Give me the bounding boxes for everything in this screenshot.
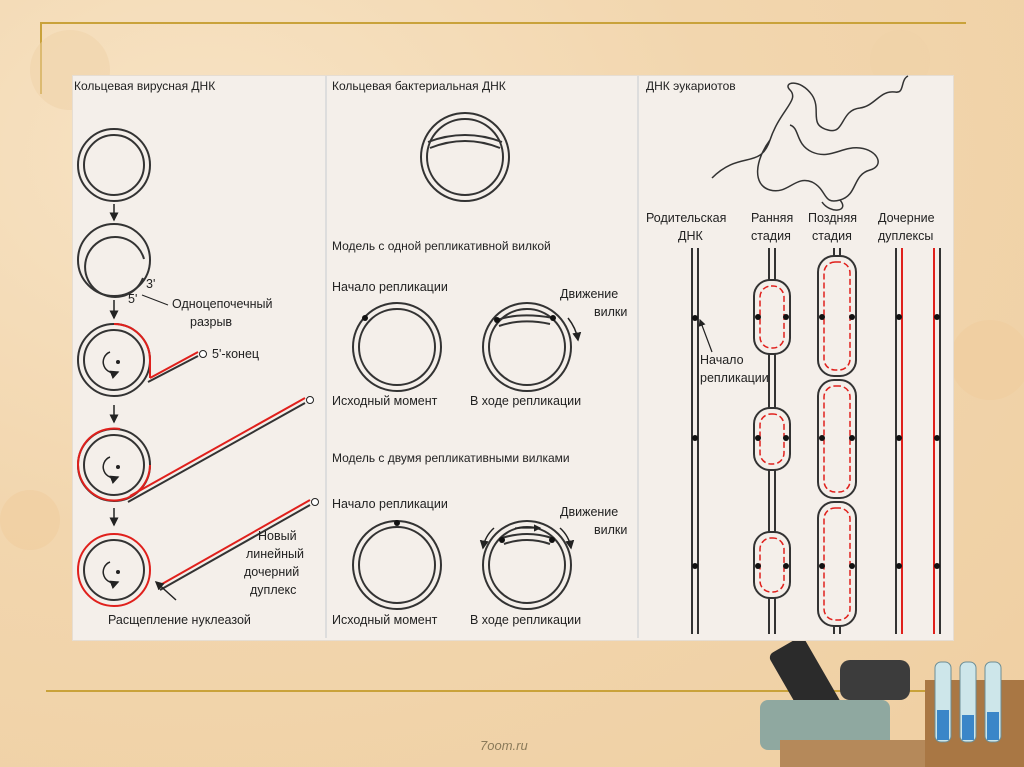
model-one-fork-label: Модель с одной репликативной вилкой bbox=[332, 239, 551, 253]
new-linear-label-1: Новый bbox=[258, 529, 297, 543]
bacterial-one-fork-initial bbox=[353, 303, 441, 391]
bacterial-two-fork-during bbox=[483, 521, 571, 609]
fork-movement-label-b1: Движение bbox=[560, 505, 618, 519]
single-strand-break-label-2: разрыв bbox=[190, 315, 232, 329]
late-stage-label-2: стадия bbox=[812, 229, 852, 243]
end-3-label: 3' bbox=[146, 277, 155, 291]
bacterial-one-fork-during bbox=[483, 303, 578, 391]
model-two-forks-label: Модель с двумя репликативными вилками bbox=[332, 451, 570, 465]
early-stage-label-2: стадия bbox=[751, 229, 791, 243]
during-replication-label-b: В ходе репликации bbox=[470, 613, 581, 627]
viral-circle-1 bbox=[78, 129, 150, 201]
daughter-duplex-right bbox=[934, 248, 940, 634]
fork-movement-label-a1: Движение bbox=[560, 287, 618, 301]
new-linear-label-2: линейный bbox=[246, 547, 304, 561]
five-prime-end-label: 5'-конец bbox=[212, 347, 259, 361]
initial-moment-label-b: Исходный момент bbox=[332, 613, 438, 627]
parental-dna-label-2: ДНК bbox=[678, 229, 703, 243]
site-watermark: 7oom.ru bbox=[480, 738, 528, 753]
eukaryotic-tangled-dna bbox=[712, 76, 908, 210]
replication-start-label-a: Начало репликации bbox=[332, 280, 448, 294]
col2-title: Кольцевая бактериальная ДНК bbox=[332, 79, 506, 93]
new-linear-label-4: дуплекс bbox=[250, 583, 296, 597]
replication-start-label-b: Начало репликации bbox=[332, 497, 448, 511]
new-linear-label-3: дочерний bbox=[244, 565, 299, 579]
nuclease-cleavage-label: Расщепление нуклеазой bbox=[108, 613, 251, 627]
viral-circle-2 bbox=[78, 224, 150, 297]
late-stage-label-1: Поздняя bbox=[808, 211, 857, 225]
daughter-duplexes-label-2: дуплексы bbox=[878, 229, 933, 243]
parental-dna-label-1: Родительская bbox=[646, 211, 726, 225]
fork-movement-label-b2: вилки bbox=[594, 523, 627, 537]
daughter-duplexes-label-1: Дочерние bbox=[878, 211, 935, 225]
col1-title: Кольцевая вирусная ДНК bbox=[74, 79, 215, 93]
single-strand-break-label-1: Одноцепочечный bbox=[172, 297, 272, 311]
late-stage-strand bbox=[818, 248, 856, 634]
early-stage-strand bbox=[754, 248, 790, 634]
initial-moment-label-a: Исходный момент bbox=[332, 394, 438, 408]
bacterial-two-fork-initial bbox=[353, 520, 441, 609]
bacterial-circle-top bbox=[421, 113, 509, 201]
replication-start-label-c2: репликации bbox=[700, 371, 769, 385]
daughter-duplex-left bbox=[896, 248, 902, 634]
replication-start-label-c1: Начало bbox=[700, 353, 744, 367]
end-5-label: 5' bbox=[128, 292, 137, 306]
early-stage-label-1: Ранняя bbox=[751, 211, 793, 225]
parental-dna-strand bbox=[692, 248, 698, 634]
col3-title: ДНК эукариотов bbox=[646, 79, 736, 93]
viral-circle-3 bbox=[78, 324, 207, 396]
fork-movement-label-a2: вилки bbox=[594, 305, 627, 319]
during-replication-label-a: В ходе репликации bbox=[470, 394, 581, 408]
